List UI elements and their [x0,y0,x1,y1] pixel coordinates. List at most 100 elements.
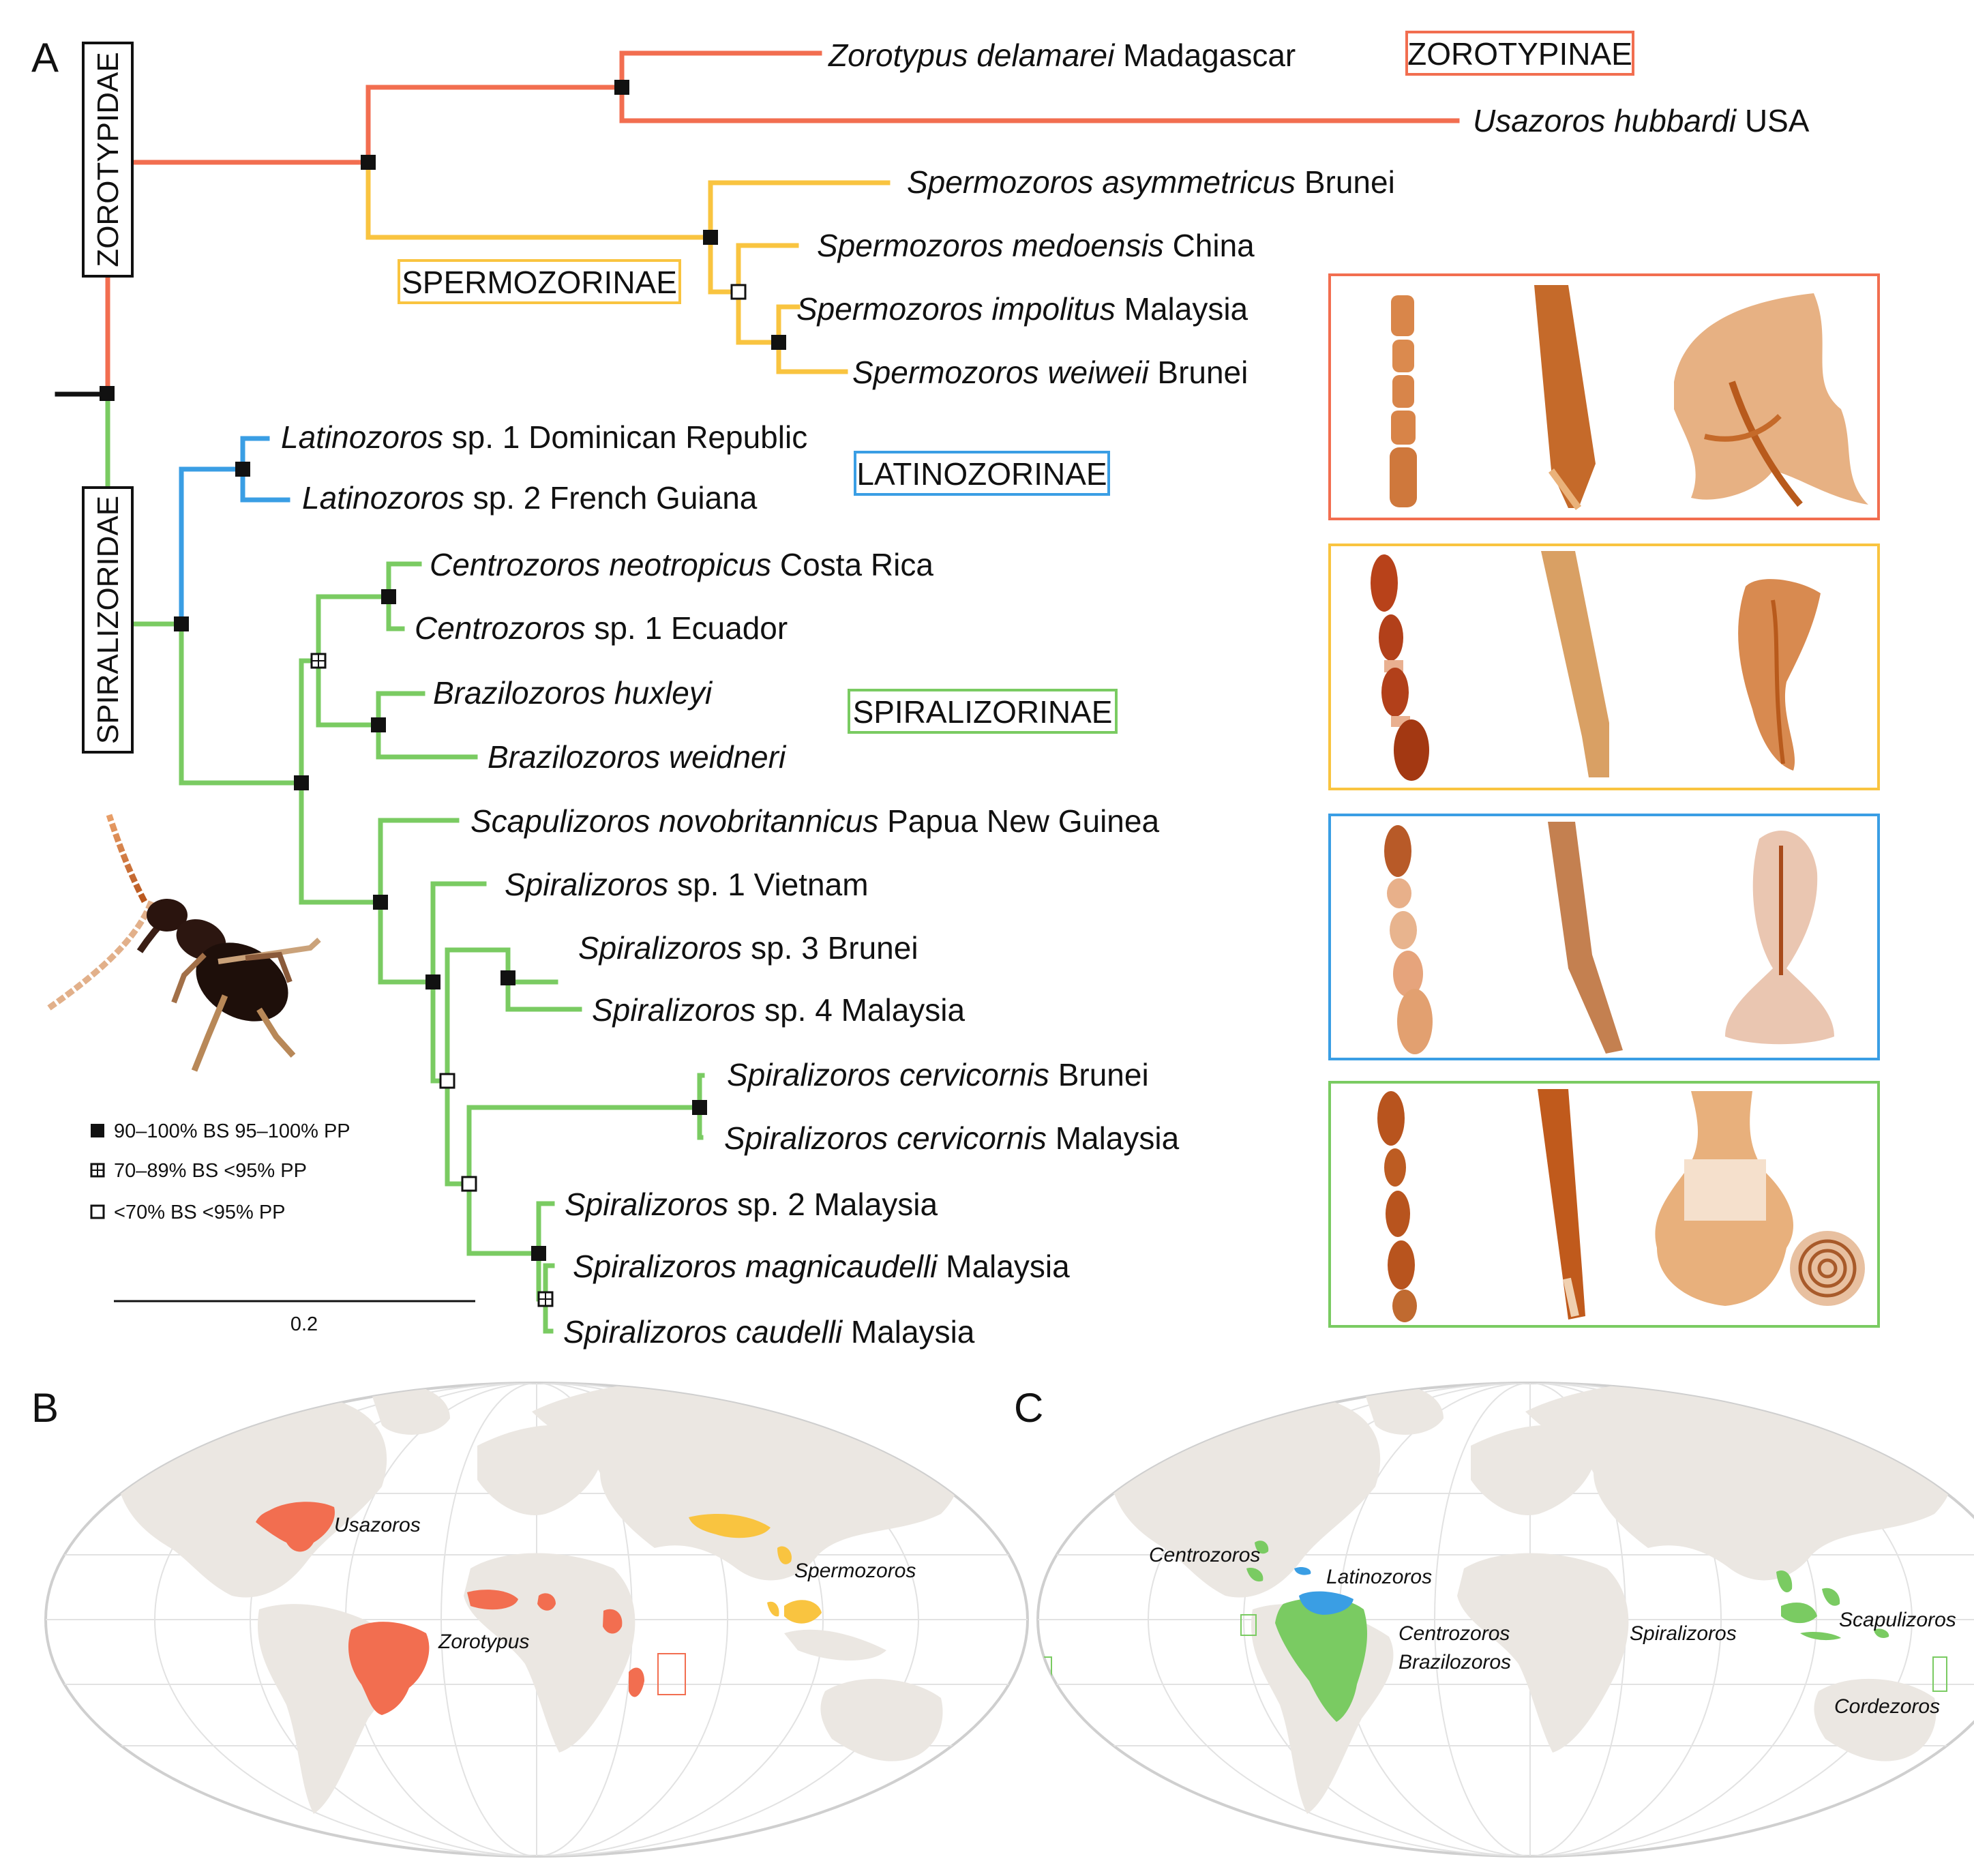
zorotypidae-label: ZOROTYPIDAE [91,52,125,267]
spermozorinae-branches [365,160,891,374]
usazoros-range [256,1502,335,1552]
panel-c: C [1014,1382,1974,1858]
distribution-zorotypinae [256,1502,644,1715]
taxon-label: Spermozoros medoensis China [817,228,1255,263]
taxon-label: Zorotypus delamarei Madagascar [828,38,1296,73]
map-label: Spermozoros [794,1560,916,1582]
node-filled [703,230,718,245]
taxon-label: Spiralizoros sp. 3 Brunei [578,930,918,966]
taxon-label: Spiralizoros magnicaudelli Malaysia [573,1249,1070,1284]
node-filled [373,895,388,910]
taxon-label: Spiralizoros sp. 1 Vietnam [505,867,869,902]
family-label-zorotypidae: ZOROTYPIDAE [82,42,134,278]
panel-b-letter: B [31,1385,59,1431]
panel-a: A [31,31,1880,1350]
taxon-label: Centrozoros sp. 1 Ecuador [415,610,788,646]
leg-image [1534,285,1596,510]
spiralizoridae-label: SPIRALIZORIDAE [91,496,125,744]
latinozorinae-label: LATINOZORINAE [856,456,1107,492]
support-legend: 90–100% BS 95–100% PP 70–89% BS <95% PP … [90,1120,350,1223]
zorotypinae-branches [105,50,1460,397]
node-filled [771,335,786,350]
antenna-image [1384,825,1433,1054]
centrozoros-range-ca [1255,1540,1269,1554]
taxon-label: Spiralizoros sp. 2 Malaysia [565,1187,938,1222]
distribution-spiralizorinae [1246,1540,1889,1722]
node-filled [692,1100,707,1115]
node-filled [500,970,515,985]
map-label: Latinozoros [1326,1566,1432,1588]
leg-image [1548,822,1623,1054]
genitalia-image [1655,1091,1865,1306]
distribution-spermozorinae [689,1514,822,1624]
node-filled [381,589,396,604]
node-open [730,284,747,300]
map-label: Scapulizoros [1839,1609,1956,1631]
panel-a-letter: A [31,35,59,80]
continents [1108,1383,1954,1814]
morphology-box-latinozorinae [1328,814,1880,1060]
tree-branches [55,50,1460,1334]
taxon-label: Spiralizoros cervicornis Malaysia [724,1120,1180,1156]
taxon-label: Centrozoros neotropicus Costa Rica [430,547,933,582]
subfamily-latinozorinae: LATINOZORINAE [854,451,1110,496]
leg-image [1538,1089,1585,1320]
zorotypinae-label: ZOROTYPINAE [1407,36,1632,72]
support-nodes [100,80,786,1307]
node-filled [425,974,440,989]
node-crossed [310,653,327,669]
taxon-label: Spiralizoros cervicornis Brunei [727,1057,1149,1092]
spiralizorinae-label: SPIRALIZORINAE [853,694,1113,730]
map-label: Cordezoros [1834,1695,1940,1718]
subfamily-spermozorinae: SPERMOZORINAE [398,259,681,304]
genitalia-image [1725,831,1834,1045]
genitalia-image [1738,579,1821,771]
node-filled [361,155,376,170]
taxon-label: Latinozoros sp. 2 French Guiana [302,480,758,516]
latinozorinae-branches [179,436,290,627]
taxon-label: Spiralizoros caudelli Malaysia [563,1314,975,1350]
node-open [461,1176,477,1192]
seychelles-inset-box [657,1653,686,1695]
map-label: Zorotypus [438,1631,529,1653]
legend-filled-square [91,1124,104,1137]
distribution-latinozorinae [1294,1566,1354,1615]
inset-box-left [1240,1614,1257,1636]
map-label: Spiralizoros [1630,1622,1737,1645]
inset-box-right [1932,1656,1947,1692]
node-filled [614,80,629,95]
taxon-label: Latinozoros sp. 1 Dominican Republic [281,419,807,455]
node-filled [531,1246,546,1261]
leg-image [1541,551,1609,777]
latinozoros-range [1299,1591,1354,1615]
taxon-label: Scapulizoros novobritannicus Papua New G… [470,803,1159,839]
antenna-image [1377,1091,1417,1322]
subfamily-zorotypinae: ZOROTYPINAE [1405,31,1634,76]
map-label: Brazilozoros [1399,1651,1511,1673]
node-filled [235,462,250,477]
node-filled [100,386,115,401]
legend-label: 90–100% BS 95–100% PP [114,1120,350,1142]
morphology-box-spermozorinae [1328,544,1880,790]
taxon-label: Spermozoros weiweii Brunei [852,355,1248,390]
node-filled [174,616,189,631]
legend-open-square [90,1204,105,1219]
spiralizoros-range [1776,1570,1793,1593]
node-filled [371,717,386,732]
taxon-labels: Zorotypus delamarei Madagascar Usazoros … [281,38,1810,1350]
spermozorinae-label: SPERMOZORINAE [402,265,677,300]
map-c-content [1038,1383,1974,1856]
legend-label: 70–89% BS <95% PP [114,1160,307,1182]
scale-bar: 0.2 [114,1300,475,1335]
map-label: Centrozoros [1149,1544,1260,1566]
subfamily-spiralizorinae: SPIRALIZORINAE [848,689,1118,734]
node-crossed [537,1291,554,1307]
panel-b: B [31,1382,1029,1858]
antenna-image [1390,295,1417,507]
taxon-label: Brazilozoros huxleyi [433,675,713,711]
taxon-label: Spermozoros asymmetricus Brunei [907,164,1395,200]
legend-label: <70% BS <95% PP [114,1202,286,1223]
morphology-box-zorotypinae [1328,273,1880,520]
node-filled [294,775,309,790]
taxon-label: Spermozoros impolitus Malaysia [796,291,1248,327]
